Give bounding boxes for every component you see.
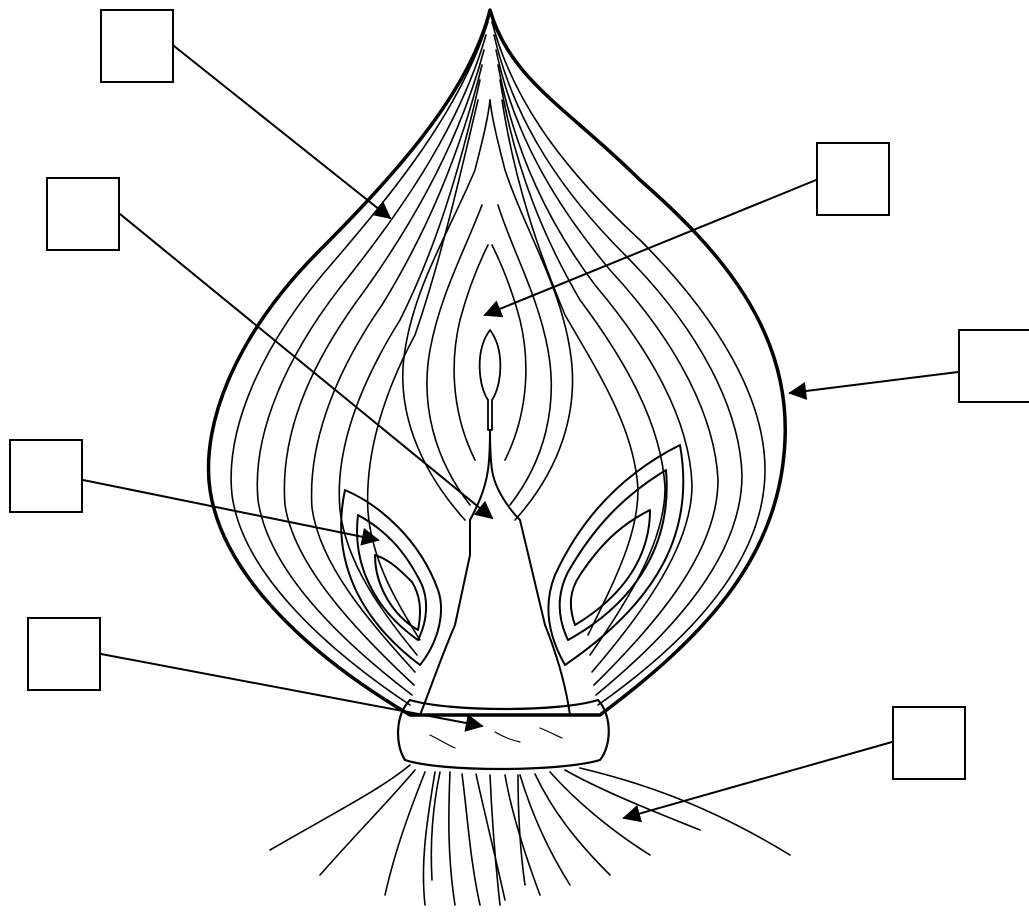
terminal-bud-label-box[interactable] [816, 142, 890, 216]
stem-label-box[interactable] [46, 177, 120, 251]
roots [270, 765, 790, 905]
outer-skin-label-box[interactable] [958, 329, 1029, 403]
lateral-bud-left [341, 490, 441, 665]
terminal-bud [480, 330, 501, 430]
lateral-bud-label-box[interactable] [9, 439, 83, 513]
basal-plate-label-box[interactable] [27, 617, 101, 691]
scale-leaf-label-box[interactable] [100, 9, 174, 83]
stem [420, 430, 570, 715]
basal-plate [398, 700, 609, 769]
roots-label-box[interactable] [892, 706, 966, 780]
